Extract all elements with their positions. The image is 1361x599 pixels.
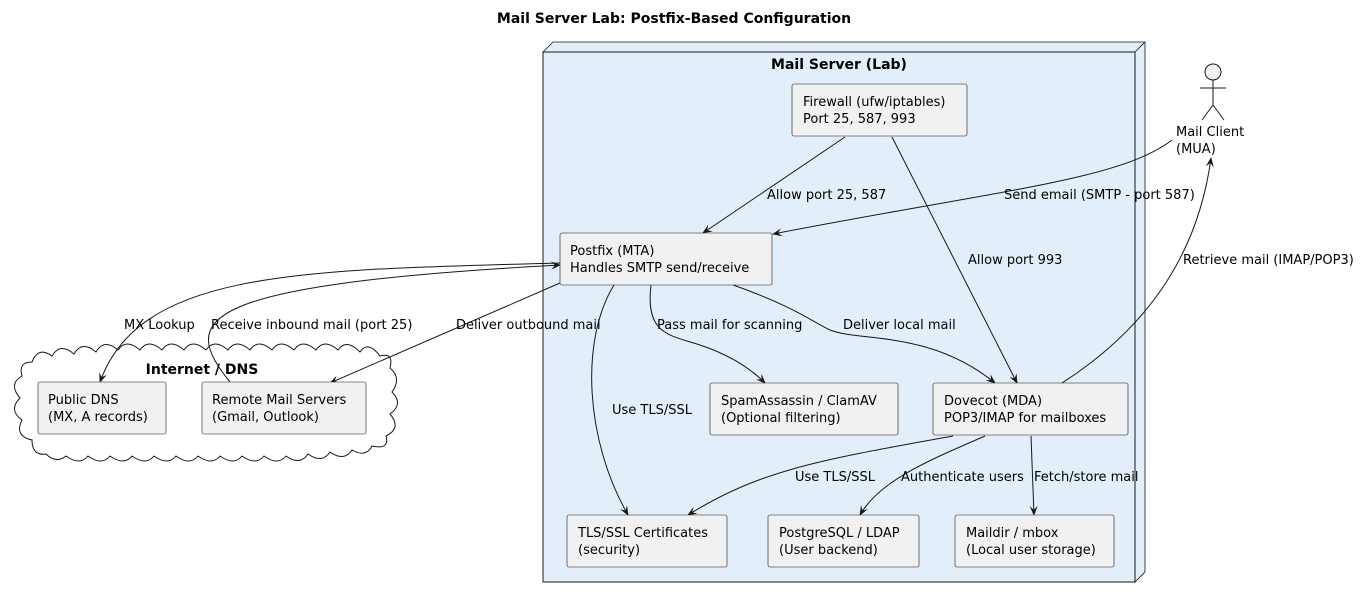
edge-label-dovecot-maildir: Fetch/store mail — [1034, 470, 1139, 485]
edge-firewall-dovecot — [891, 136, 1018, 384]
edge-firewall-postfix — [702, 136, 846, 234]
node-remote-mail-servers: Remote Mail Servers (Gmail, Outlook) — [201, 381, 367, 435]
edge-postfix-dns — [99, 262, 561, 383]
node-firewall: Firewall (ufw/iptables) Port 25, 587, 99… — [791, 83, 968, 137]
edge-dovecot-userdb — [859, 435, 986, 516]
node-maildir: Maildir / mbox (Local user storage) — [954, 514, 1115, 568]
edge-label-firewall-dovecot: Allow port 993 — [968, 253, 1062, 268]
edge-postfix-dovecot — [732, 284, 996, 384]
node-dovecot-subtitle: POP3/IMAP for mailboxes — [944, 411, 1106, 426]
internet-cloud-label: Internet / DNS — [146, 362, 259, 378]
node-public-dns: Public DNS (MX, A records) — [37, 381, 167, 435]
node-firewall-title: Firewall (ufw/iptables) — [803, 95, 945, 110]
actor-mail-client: Mail Client (MUA) — [1176, 63, 1244, 157]
node-userdb-title: PostgreSQL / LDAP — [779, 526, 900, 541]
person-icon — [1200, 63, 1226, 121]
node-postfix-title: Postfix (MTA) — [570, 244, 654, 259]
edge-dovecot-client — [1061, 157, 1214, 384]
node-dns-subtitle: (MX, A records) — [48, 410, 148, 425]
node-spamassassin: SpamAssassin / ClamAV (Optional filterin… — [709, 382, 899, 436]
node-postfix: Postfix (MTA) Handles SMTP send/receive — [559, 232, 773, 286]
edge-remote-postfix — [207, 261, 561, 383]
node-maildir-subtitle: (Local user storage) — [966, 543, 1096, 558]
edge-label-postfix-dns: MX Lookup — [124, 318, 195, 333]
edge-label-dovecot-tls: Use TLS/SSL — [795, 470, 876, 485]
node-remote-subtitle: (Gmail, Outlook) — [212, 410, 319, 425]
edge-label-firewall-postfix: Allow port 25, 587 — [767, 188, 886, 203]
node-maildir-title: Maildir / mbox — [966, 526, 1059, 541]
mail-server-group-label: Mail Server (Lab) — [771, 57, 907, 73]
node-remote-title: Remote Mail Servers — [212, 393, 346, 408]
node-dns-title: Public DNS — [48, 393, 119, 408]
node-spamassassin-subtitle: (Optional filtering) — [721, 411, 841, 426]
node-tls-subtitle: (security) — [578, 543, 640, 558]
node-user-backend: PostgreSQL / LDAP (User backend) — [767, 514, 920, 568]
edge-postfix-remote — [329, 282, 561, 384]
node-userdb-subtitle: (User backend) — [779, 543, 878, 558]
actor-mail-client-subtitle: (MUA) — [1176, 142, 1216, 157]
diagram-title: Mail Server Lab: Postfix-Based Configura… — [497, 11, 851, 27]
edges: Allow port 25, 587 Allow port 993 Send e… — [99, 136, 1354, 516]
node-spamassassin-title: SpamAssassin / ClamAV — [721, 394, 877, 409]
edge-label-dovecot-userdb: Authenticate users — [901, 470, 1024, 485]
node-tls-certificates: TLS/SSL Certificates (security) — [566, 514, 728, 568]
mail-server-group: Mail Server (Lab) — [542, 41, 1146, 583]
edge-label-remote-postfix: Receive inbound mail (port 25) — [211, 318, 412, 333]
edge-label-postfix-spam: Pass mail for scanning — [657, 318, 802, 333]
edge-client-postfix — [772, 139, 1173, 237]
edge-label-postfix-remote: Deliver outbound mail — [456, 318, 601, 333]
edge-label-postfix-dovecot: Deliver local mail — [843, 318, 956, 333]
actor-mail-client-title: Mail Client — [1176, 125, 1244, 140]
node-dovecot-title: Dovecot (MDA) — [944, 394, 1042, 409]
edge-label-postfix-tls: Use TLS/SSL — [612, 403, 693, 418]
node-tls-title: TLS/SSL Certificates — [577, 526, 708, 541]
node-postfix-subtitle: Handles SMTP send/receive — [570, 261, 749, 276]
edge-dovecot-tls — [687, 435, 954, 516]
edge-postfix-tls — [591, 284, 629, 516]
node-firewall-subtitle: Port 25, 587, 993 — [803, 112, 916, 127]
node-dovecot: Dovecot (MDA) POP3/IMAP for mailboxes — [932, 382, 1129, 436]
edge-dovecot-maildir — [1029, 435, 1038, 516]
edge-postfix-spam — [649, 284, 766, 384]
edge-label-client-postfix: Send email (SMTP - port 587) — [1004, 188, 1195, 203]
edge-label-dovecot-client: Retrieve mail (IMAP/POP3) — [1183, 253, 1354, 268]
